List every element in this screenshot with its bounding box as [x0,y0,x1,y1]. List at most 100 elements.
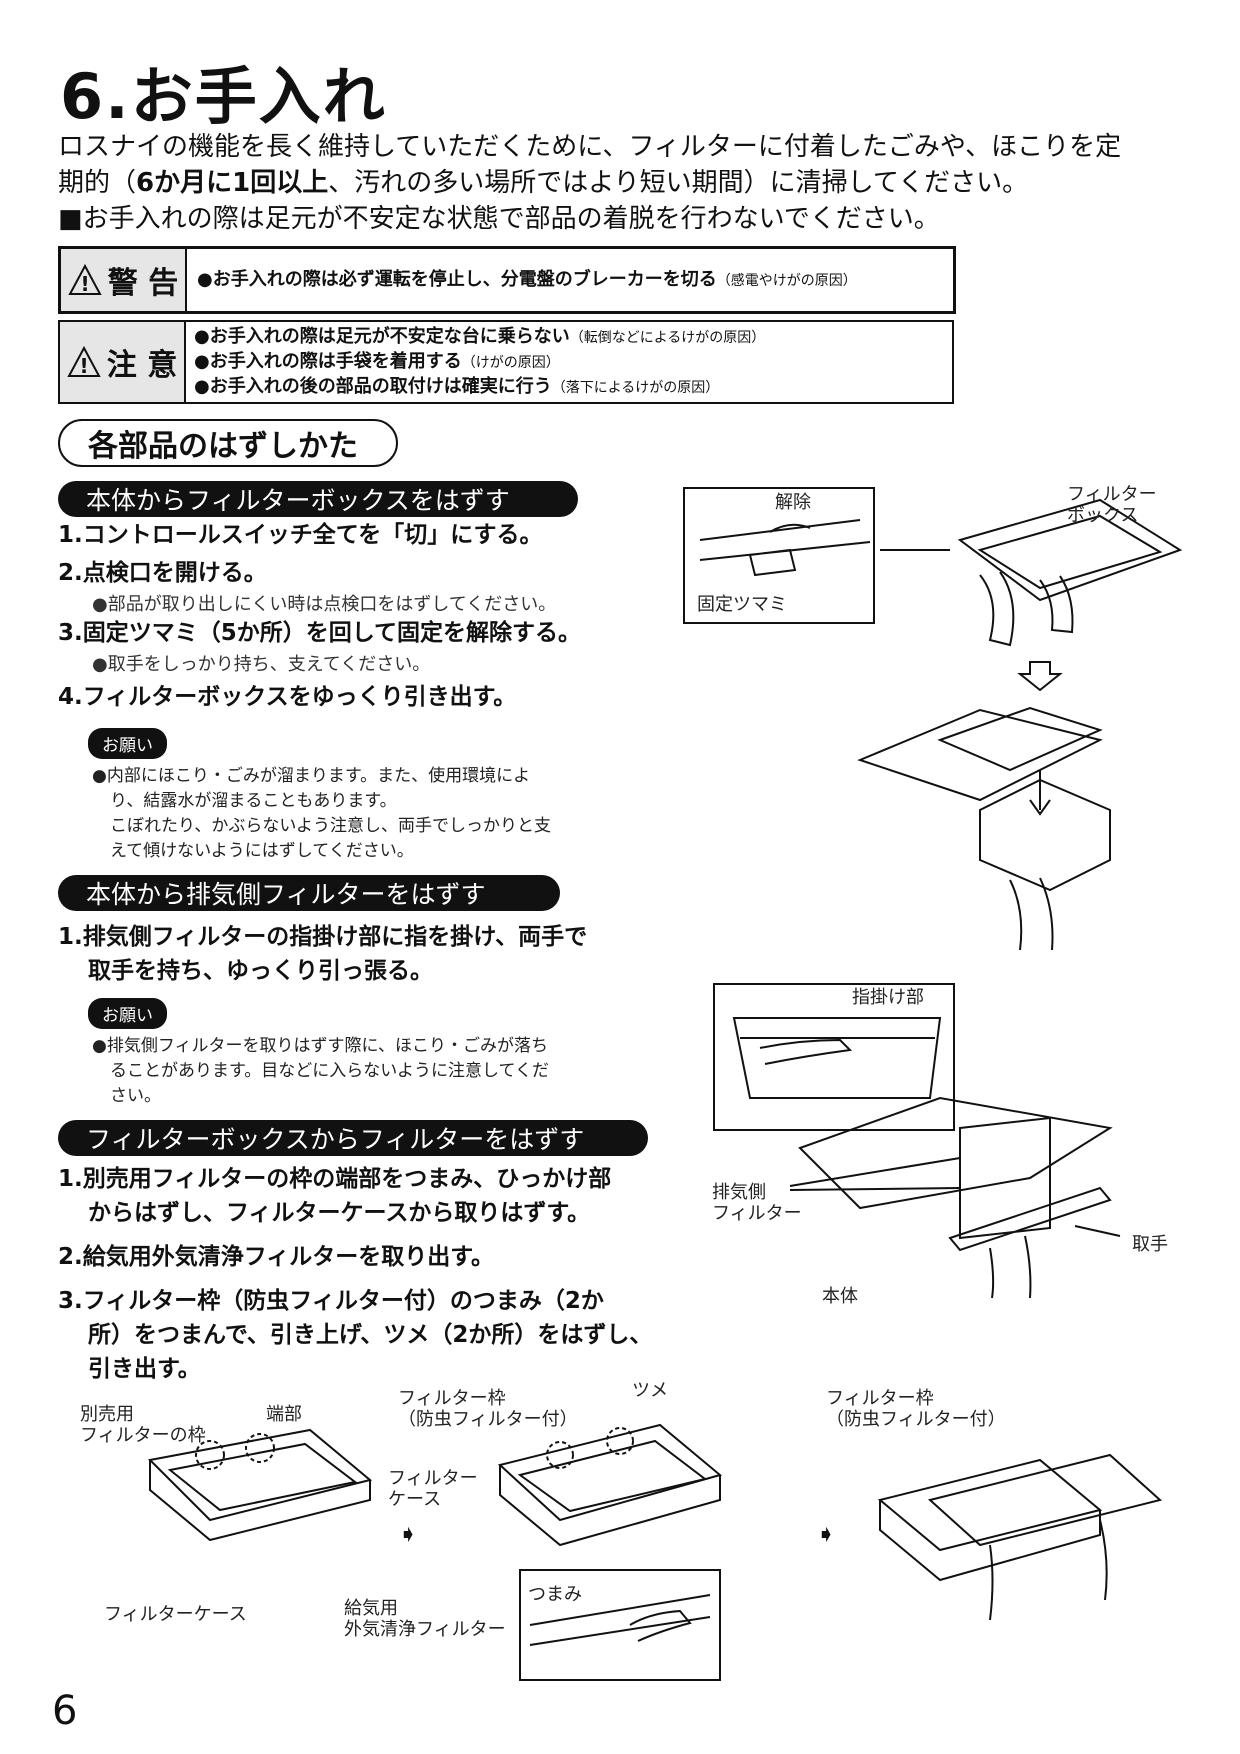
svg-text:!: ! [80,272,89,296]
warning-box: ! 警 告 ●お手入れの際は必ず運転を停止し、分電盤のブレーカーを切る（感電やけ… [58,246,956,314]
caution-triangle-icon: ! [67,345,101,378]
warning-label: ! 警 告 [61,249,187,311]
filter-case-side [879,1500,1101,1582]
hand-icon [979,571,1015,647]
leader-line [789,1157,1121,1237]
filter-frame [517,1439,708,1513]
label-sold-separately: 別売用 [80,1404,134,1425]
caution-label-text: 注 意 [106,348,178,383]
subsection-bar-1: 本体からフィルターボックスをはずす [58,481,578,517]
step: 1.排気側フィルターの指掛け部に指を掛け、両手で [58,924,588,950]
hand-icon [1009,877,1054,951]
label-handle: 取手 [1132,1234,1168,1255]
request-line: ●内部にほこり・ごみが溜まります。また、使用環境によ [92,766,531,786]
label-filter-frame: （防虫フィルター付） [826,1409,1006,1430]
label-filter-case: ケース [388,1489,442,1510]
request-line: り、結露水が溜まることもあります。 [110,791,397,811]
intro-line-1: ロスナイの機能を長く維持していただくために、フィルターに付着したごみや、ほこりを… [58,132,1122,162]
caution-item: ●お手入れの後の部品の取付けは確実に行う（落下によるけがの原因） [194,375,720,397]
step: 1.コントロールスイッチ全てを「切」にする。 [58,522,543,548]
label-filter-frame: フィルター枠 [398,1388,506,1409]
warning-label-text: 警 告 [107,266,179,301]
label-filter-case: フィルターケース [104,1604,247,1625]
caution-item: ●お手入れの際は足元が不安定な台に乗らない（転倒などによるけがの原因） [194,325,766,347]
knob-detail-inset [519,1569,721,1681]
hand-icon [989,1519,1108,1621]
label-end-part: 端部 [266,1404,302,1425]
request-line: さい。 [110,1086,161,1106]
step-note: ●部品が取り出しにくい時は点検口をはずしてください。 [92,594,557,615]
caution-label: ! 注 意 [60,322,186,402]
figure-filter-case-2 [497,1423,723,1681]
figure-filter-frame-pulled [877,1453,1163,1621]
end-part-marker [245,1433,275,1463]
label-filter-frame: フィルター枠 [826,1388,934,1409]
caution-box: ! 注 意 ●お手入れの際は足元が不安定な台に乗らない（転倒などによるけがの原因… [58,320,954,404]
request-line: ることがあります。目などに入らないように注意してくだ [110,1061,549,1081]
label-supply-filter: 給気用 [344,1598,398,1619]
step: 3.フィルター枠（防虫フィルター付）のつまみ（2か [58,1288,604,1314]
step: 2.点検口を開ける。 [58,560,267,586]
filter-sold-separately [167,1442,358,1512]
knob-detail [699,519,871,577]
request-line: こぼれたり、かぶらないよう注意し、両手でしっかりと支 [110,816,551,836]
warning-triangle-icon: ! [68,263,102,296]
figure-filter-case-1 [147,1428,373,1542]
knob-detail [529,1594,711,1646]
label-filter-case: フィルター [388,1468,478,1489]
end-part-marker [195,1440,225,1470]
request-line: えて傾けないようにはずしてください。 [110,841,414,861]
label-filter-frame: （防虫フィルター付） [398,1409,578,1430]
label-filter-box: ボックス [1067,505,1139,526]
handle-bar [948,1186,1112,1252]
step: 4.フィルターボックスをゆっくり引き出す。 [58,684,517,710]
hand-icon [1039,575,1074,634]
detail-inset [683,487,875,624]
label-exhaust-filter: 排気側 [712,1182,766,1203]
hand-icon [759,1038,853,1065]
svg-text:!: ! [79,354,88,378]
figure-exhaust-filter-removal [713,983,1121,1299]
warning-item: ●お手入れの際は必ず運転を停止し、分電盤のブレーカーを切る（感電やけがの原因） [197,268,857,290]
label-finger-grip: 指掛け部 [852,987,924,1008]
unit-body [798,1096,1113,1210]
filter-case-side [499,1465,721,1547]
filter-case [877,1458,1103,1552]
page-number: 6 [52,1688,78,1734]
release-arrow-icon [769,523,811,533]
step: 1.別売用フィルターの枠の端部をつまみ、ひっかけ部 [58,1166,612,1192]
request-line: ●排気側フィルターを取りはずす際に、ほこり・ごみが落ち [92,1036,548,1056]
intro-line-3: ■お手入れの際は足元が不安定な状態で部品の着脱を行わないでください。 [58,204,940,234]
down-arrow-icon [1017,661,1063,692]
intro-line-2: 期的（6か月に1回以上、汚れの多い場所ではより短い期間）に清掃してください。 [58,166,1028,200]
unit-body-open [857,706,1103,802]
down-arrow-icon [1029,770,1051,816]
step: 2.給気用外気清浄フィルターを取り出す。 [58,1244,494,1270]
step: からはずし、フィルターケースから取りはずす。 [88,1200,591,1226]
step-note: ●取手をしっかり持ち、支えてください。 [92,654,431,675]
figure-filter-box-removal [683,487,1183,951]
section-title: 各部品のはずしかた [58,419,398,467]
hand-icon [629,1609,692,1642]
claw-marker [606,1427,634,1455]
step: 取手を持ち、ゆっくり引っ張る。 [88,958,433,984]
caution-item: ●お手入れの際は手袋を着用する（けがの原因） [194,350,560,372]
unit-body [957,498,1183,602]
intro-emphasis: 6か月に1回以上 [136,168,329,198]
label-release: 解除 [775,492,811,513]
label-claw: ツメ [632,1380,668,1401]
label-fixing-knob: 固定ツマミ [697,594,787,615]
label-exhaust-filter: フィルター [712,1203,802,1224]
label-knob: つまみ [528,1584,582,1605]
filter-frame [927,1453,1163,1547]
page-title: 6.お手入れ [60,60,387,133]
hand-icon [989,1235,1032,1299]
label-supply-filter: 外気清浄フィルター [344,1619,506,1640]
arrow-right-icon: ➧ [816,1520,837,1548]
filter-case-side [149,1460,371,1542]
arrow-right-icon: ➧ [398,1520,419,1548]
exhaust-filter [959,1116,1051,1240]
label-sold-separately: フィルターの枠 [80,1425,206,1446]
claw-marker [546,1441,574,1469]
request-badge: お願い [88,728,167,759]
